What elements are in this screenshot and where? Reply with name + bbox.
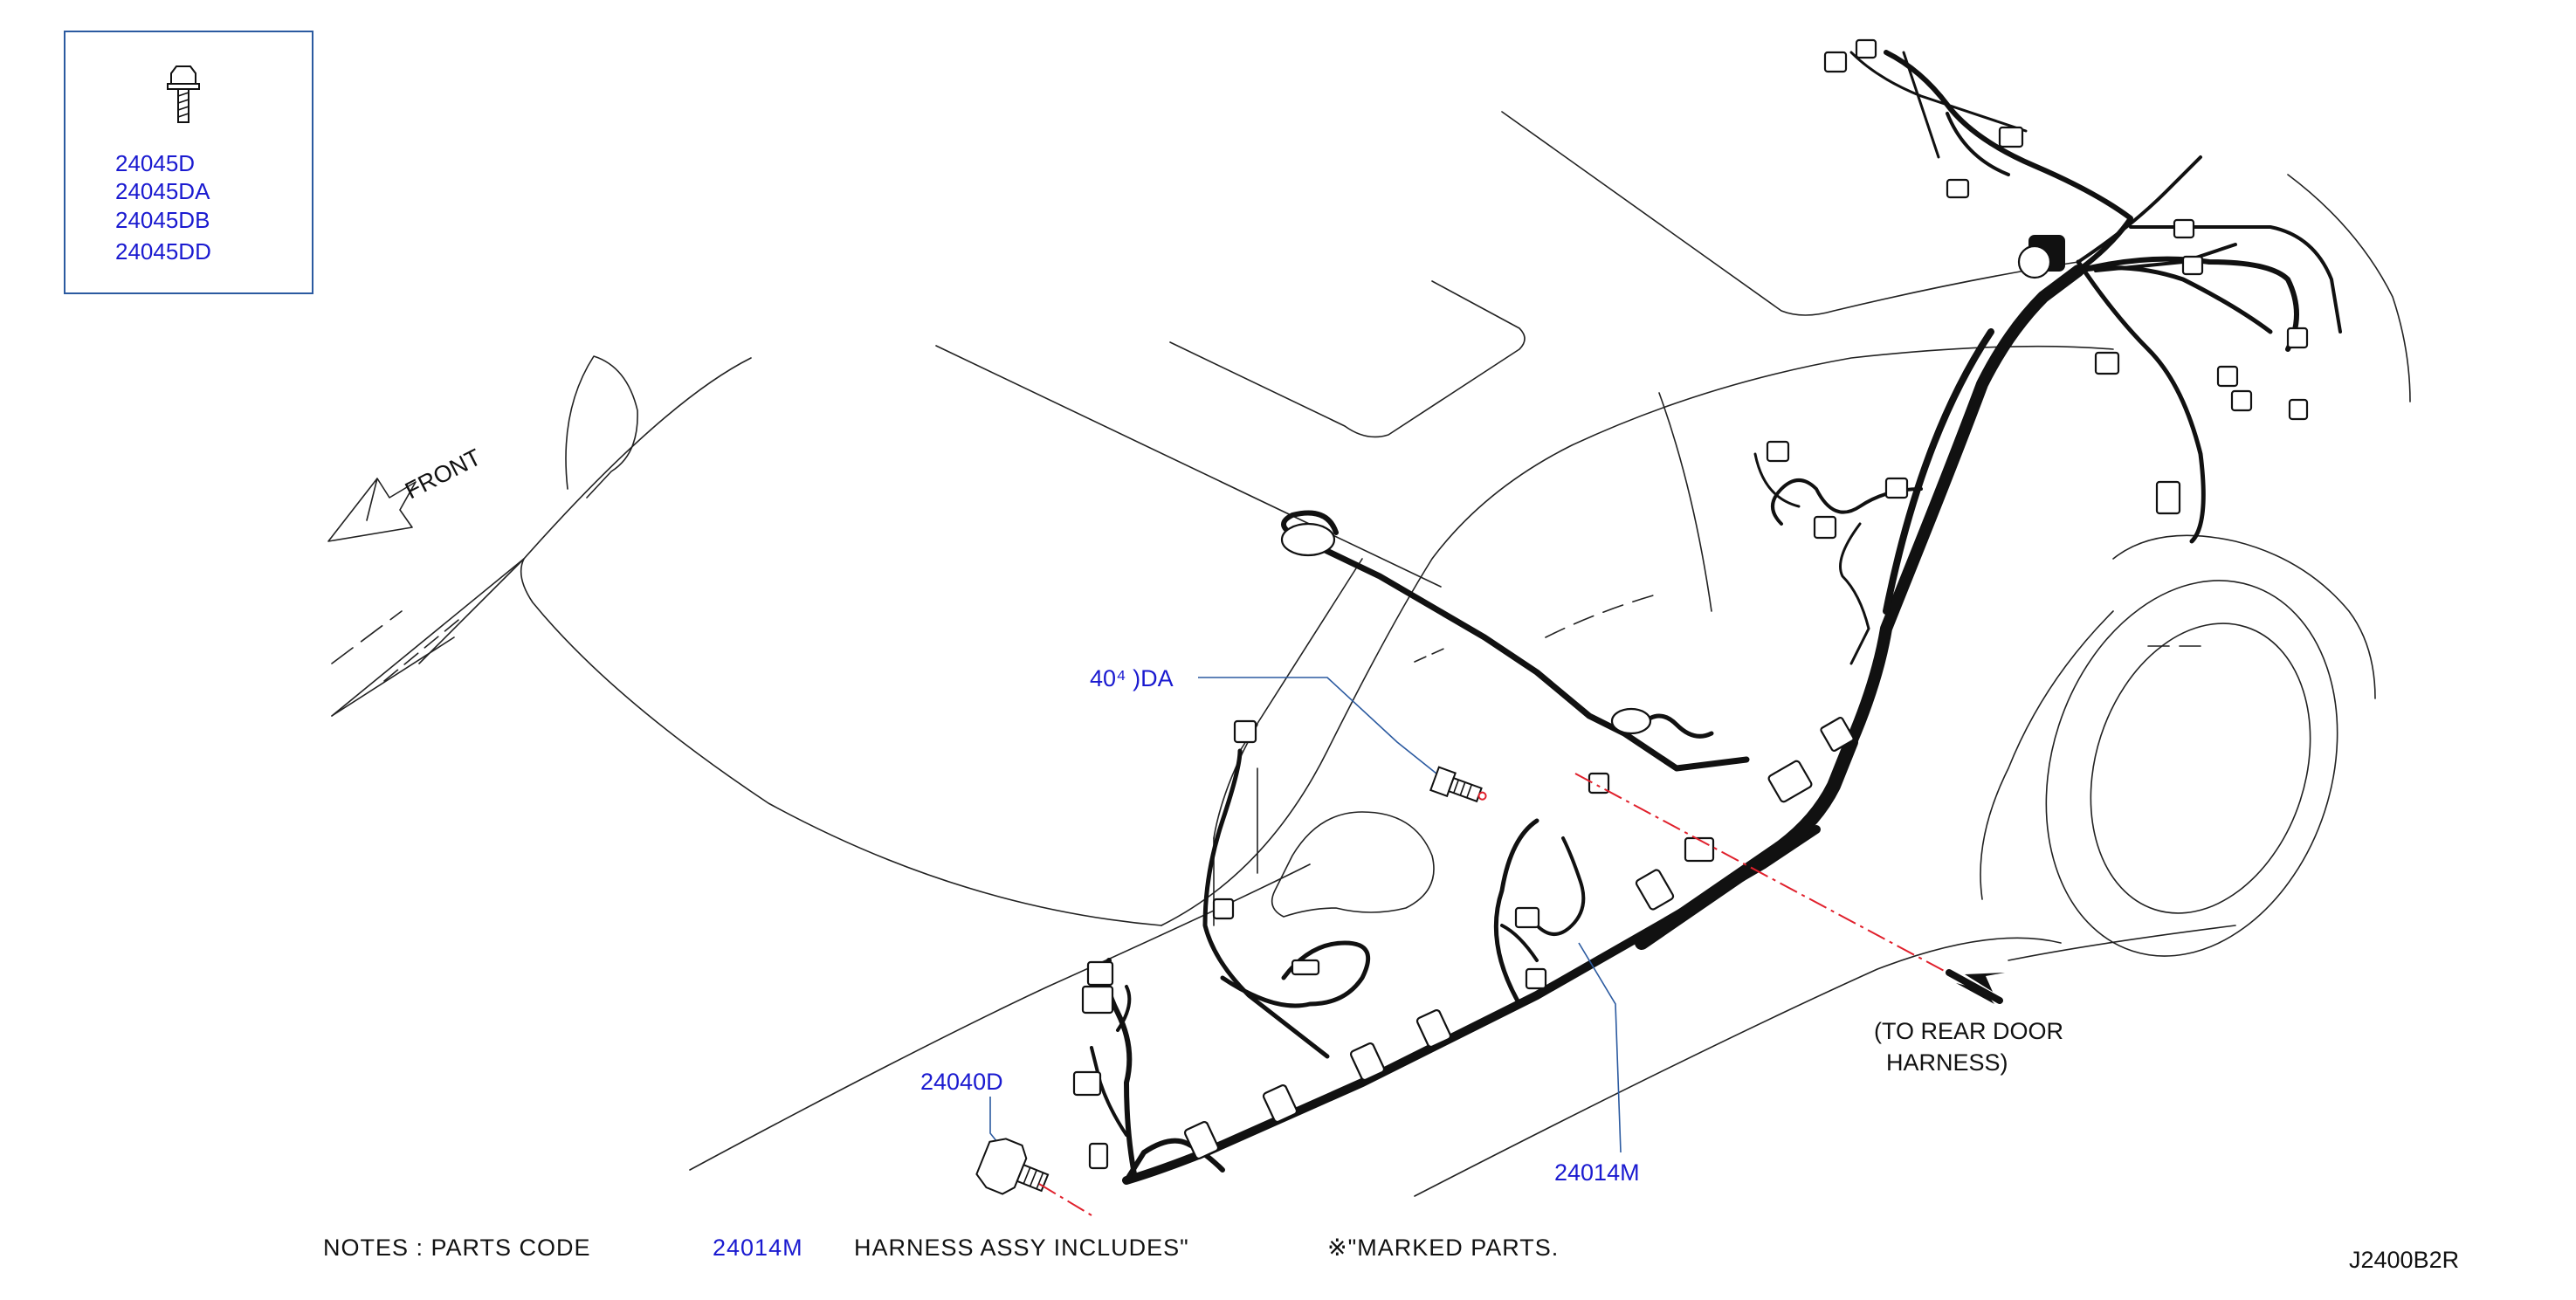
bolt-icon bbox=[167, 65, 200, 123]
notes-middle: HARNESS ASSY INCLUDES" bbox=[854, 1235, 1189, 1261]
legend-code-1: 24045D bbox=[115, 150, 195, 176]
notes-footer: NOTES : PARTS CODE 24014M HARNESS ASSY I… bbox=[323, 1235, 1559, 1261]
callout-harness-code: 24014M bbox=[1554, 1159, 1640, 1186]
legend-box: 24045D 24045DA 24045DB 24045DD bbox=[64, 31, 313, 294]
arrow-rear-door-icon bbox=[1956, 973, 2005, 1004]
notes-code: 24014M bbox=[713, 1235, 803, 1261]
legend-code-4: 24045DD bbox=[115, 238, 211, 265]
callouts: 40⁴ )DA 24040D 24014M (TO REAR DOOR HARN… bbox=[920, 665, 2063, 1216]
diagram-id: J2400B2R bbox=[2349, 1247, 2459, 1273]
clip-fastener-icon bbox=[1429, 766, 1487, 803]
front-direction: FRONT bbox=[327, 444, 486, 542]
callout-partial-code: 40⁴ )DA bbox=[1090, 665, 1174, 691]
legend-code-3: 24045DB bbox=[115, 207, 210, 233]
clip-24040d-icon bbox=[975, 1138, 1050, 1195]
notes-prefix: NOTES : PARTS CODE bbox=[323, 1235, 591, 1261]
harness-clips bbox=[1072, 38, 2309, 1170]
arrow-front-icon bbox=[327, 478, 417, 542]
legend-code-2: 24045DA bbox=[115, 178, 210, 204]
callout-clip-code: 24040D bbox=[920, 1069, 1003, 1095]
destination-line-1: (TO REAR DOOR bbox=[1874, 1018, 2063, 1044]
car-body-outline bbox=[331, 111, 2411, 1197]
main-harness bbox=[1090, 50, 2342, 1185]
notes-suffix: ※"MARKED PARTS. bbox=[1327, 1235, 1559, 1261]
destination-line-2: HARNESS) bbox=[1886, 1049, 2008, 1076]
front-label: FRONT bbox=[401, 444, 485, 504]
